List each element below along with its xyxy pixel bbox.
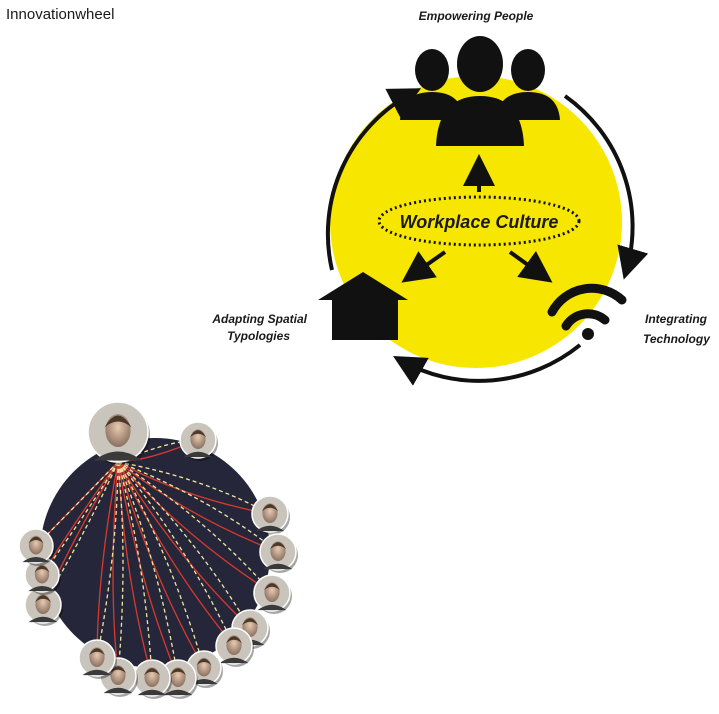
arrow-to-house — [401, 250, 447, 283]
network-line — [117, 461, 279, 553]
avatar — [215, 627, 254, 667]
center-label: Workplace Culture — [400, 212, 559, 232]
wifi-icon — [547, 283, 627, 340]
network-line — [117, 461, 235, 647]
network-line — [117, 461, 124, 677]
network-line — [117, 461, 235, 647]
house-icon — [318, 272, 408, 340]
avatar — [253, 574, 292, 614]
right-label-line2: Technology — [643, 332, 711, 346]
cycle-arrow-top-left — [325, 88, 422, 271]
innovation-wheel: Workplace Culture Empowering People Adap… — [211, 9, 711, 386]
avatar — [87, 401, 150, 465]
cycle-arrow-bottom — [393, 343, 582, 386]
top-label: Empowering People — [419, 9, 534, 23]
network-line — [96, 461, 119, 659]
avatar — [179, 421, 218, 461]
left-label-line1: Adapting Spatial — [211, 312, 307, 326]
avatar — [259, 533, 298, 573]
avatar — [24, 557, 61, 595]
network-line — [117, 461, 251, 629]
network-line — [117, 461, 273, 594]
cycle-arrow-top-right — [563, 94, 649, 280]
network-line — [117, 461, 251, 629]
network-line — [117, 461, 153, 679]
network-line — [117, 461, 179, 679]
network-line — [112, 461, 119, 677]
network-line — [96, 461, 119, 659]
network-line — [35, 461, 119, 547]
people-network — [18, 401, 298, 699]
network-line — [117, 461, 279, 553]
network-line — [117, 461, 179, 679]
wheel-yellow-circle — [330, 76, 622, 368]
avatar — [18, 528, 55, 566]
avatar — [24, 586, 63, 626]
avatar — [159, 659, 198, 699]
people-icon — [400, 36, 560, 146]
page-title: Innovationwheel — [6, 6, 115, 23]
center-dotted-ellipse — [377, 195, 581, 247]
arrow-to-wifi — [508, 250, 553, 283]
right-label-line1: Integrating — [645, 312, 708, 326]
network-line — [117, 461, 271, 515]
avatar — [133, 659, 172, 699]
network-avatars — [18, 401, 298, 699]
network-line — [117, 461, 273, 594]
avatar — [78, 639, 117, 679]
network-dark-circle — [40, 438, 270, 668]
left-label-line2: Typologies — [227, 329, 290, 343]
network-line — [117, 461, 205, 669]
avatar — [251, 495, 290, 535]
